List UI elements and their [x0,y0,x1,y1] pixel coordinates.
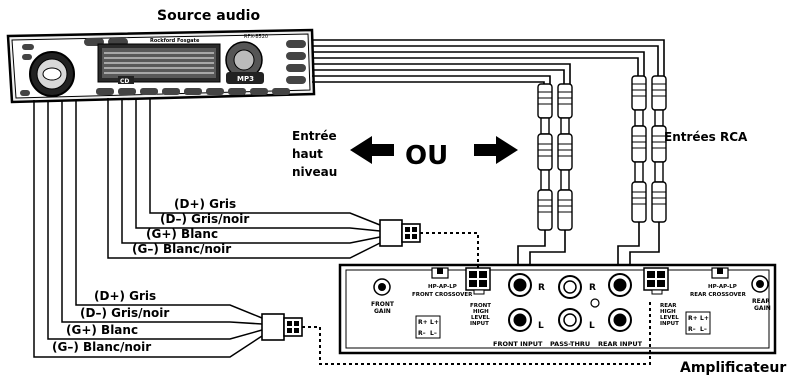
front-g-plus-label: (G+) Blanc [146,227,218,241]
front-gain-label-1: FRONT [371,301,395,308]
arrow-left-icon [350,136,394,164]
arrow-right-icon [474,136,518,164]
rear-high-level-label-1: REAR [660,303,677,309]
rear-r-label: R [589,283,596,293]
rca-leads-amp [517,222,660,268]
brand-text: Rockford Fosgate [150,38,200,44]
model-text: RFX-8520 [244,34,268,40]
rear-term-l-minus: L– [700,326,707,333]
rear-g-minus-label: (G–) Blanc/noir [52,340,151,354]
amplifier: FRONT GAIN REAR GAIN HP-AP-LP FRONT CROS… [338,263,777,355]
source-audio-title: Source audio [157,8,260,24]
front-d-plus-label: (D+) Gris [174,197,236,211]
rear-high-level-label-2: HIGH [660,309,676,315]
rear-term-l-plus: L+ [700,315,709,322]
head-unit: Rockford Fosgate RFX-8520 MP3 CD [6,28,316,104]
high-level-line2: haut [292,147,323,161]
pass-thru-label: PASS-THRU [550,340,590,348]
speaker-wires [33,98,381,358]
front-high-level-label-2: HIGH [473,309,489,315]
rear-gain-label-1: REAR [752,298,770,305]
front-high-level-label-3: LEVEL [471,315,490,321]
rear-term-r-plus: R+ [688,315,698,322]
front-crossover-label-1: HP-AP-LP [428,284,457,290]
rca-inputs-title: Entrées RCA [664,130,748,144]
rear-term-r-minus: R– [688,326,696,333]
front-term-l-plus: L+ [430,319,439,326]
front-r-label: R [538,283,545,293]
rear-d-minus-label: (D–) Gris/noir [80,306,169,320]
rear-crossover-label-1: HP-AP-LP [708,284,737,290]
front-terminal-block [415,315,441,339]
amplifier-title: Amplificateur [680,360,786,376]
rear-terminal-block [685,311,711,335]
front-harness-connector [379,219,421,247]
front-high-level-label-1: FRONT [470,303,491,309]
rca-plugs [537,75,667,231]
rear-harness-connector [261,313,303,341]
front-term-r-minus: R– [418,330,426,337]
high-level-line3: niveau [292,165,337,179]
indicator-led [590,298,600,308]
rear-g-plus-label: (G+) Blanc [66,323,138,337]
front-term-r-plus: R+ [418,319,428,326]
front-gain-label-2: GAIN [374,308,391,315]
rear-crossover-label-2: REAR CROSSOVER [690,292,747,298]
front-l-label: L [538,321,544,331]
rear-high-level-label-4: INPUT [660,321,679,327]
rear-l-label: L [589,321,595,331]
cd-tag: CD [120,78,129,85]
rca-cable-lines [312,39,665,84]
rear-input-label: REAR INPUT [598,340,643,348]
front-crossover-label-2: FRONT CROSSOVER [412,292,473,298]
high-level-line1: Entrée [292,129,337,143]
front-d-minus-label: (D–) Gris/noir [160,212,249,226]
plug-ridges [538,83,666,213]
rear-d-plus-label: (D+) Gris [94,289,156,303]
rear-gain-label-2: GAIN [754,305,771,312]
or-text: OU [405,141,448,171]
mp3-badge: MP3 [237,75,254,83]
front-high-level-label-4: INPUT [470,321,489,327]
rear-high-level-label-3: LEVEL [660,315,679,321]
front-term-l-minus: L– [430,330,437,337]
front-g-minus-label: (G–) Blanc/noir [132,242,231,256]
dashed-routes [302,232,651,365]
front-input-label: FRONT INPUT [493,340,543,348]
